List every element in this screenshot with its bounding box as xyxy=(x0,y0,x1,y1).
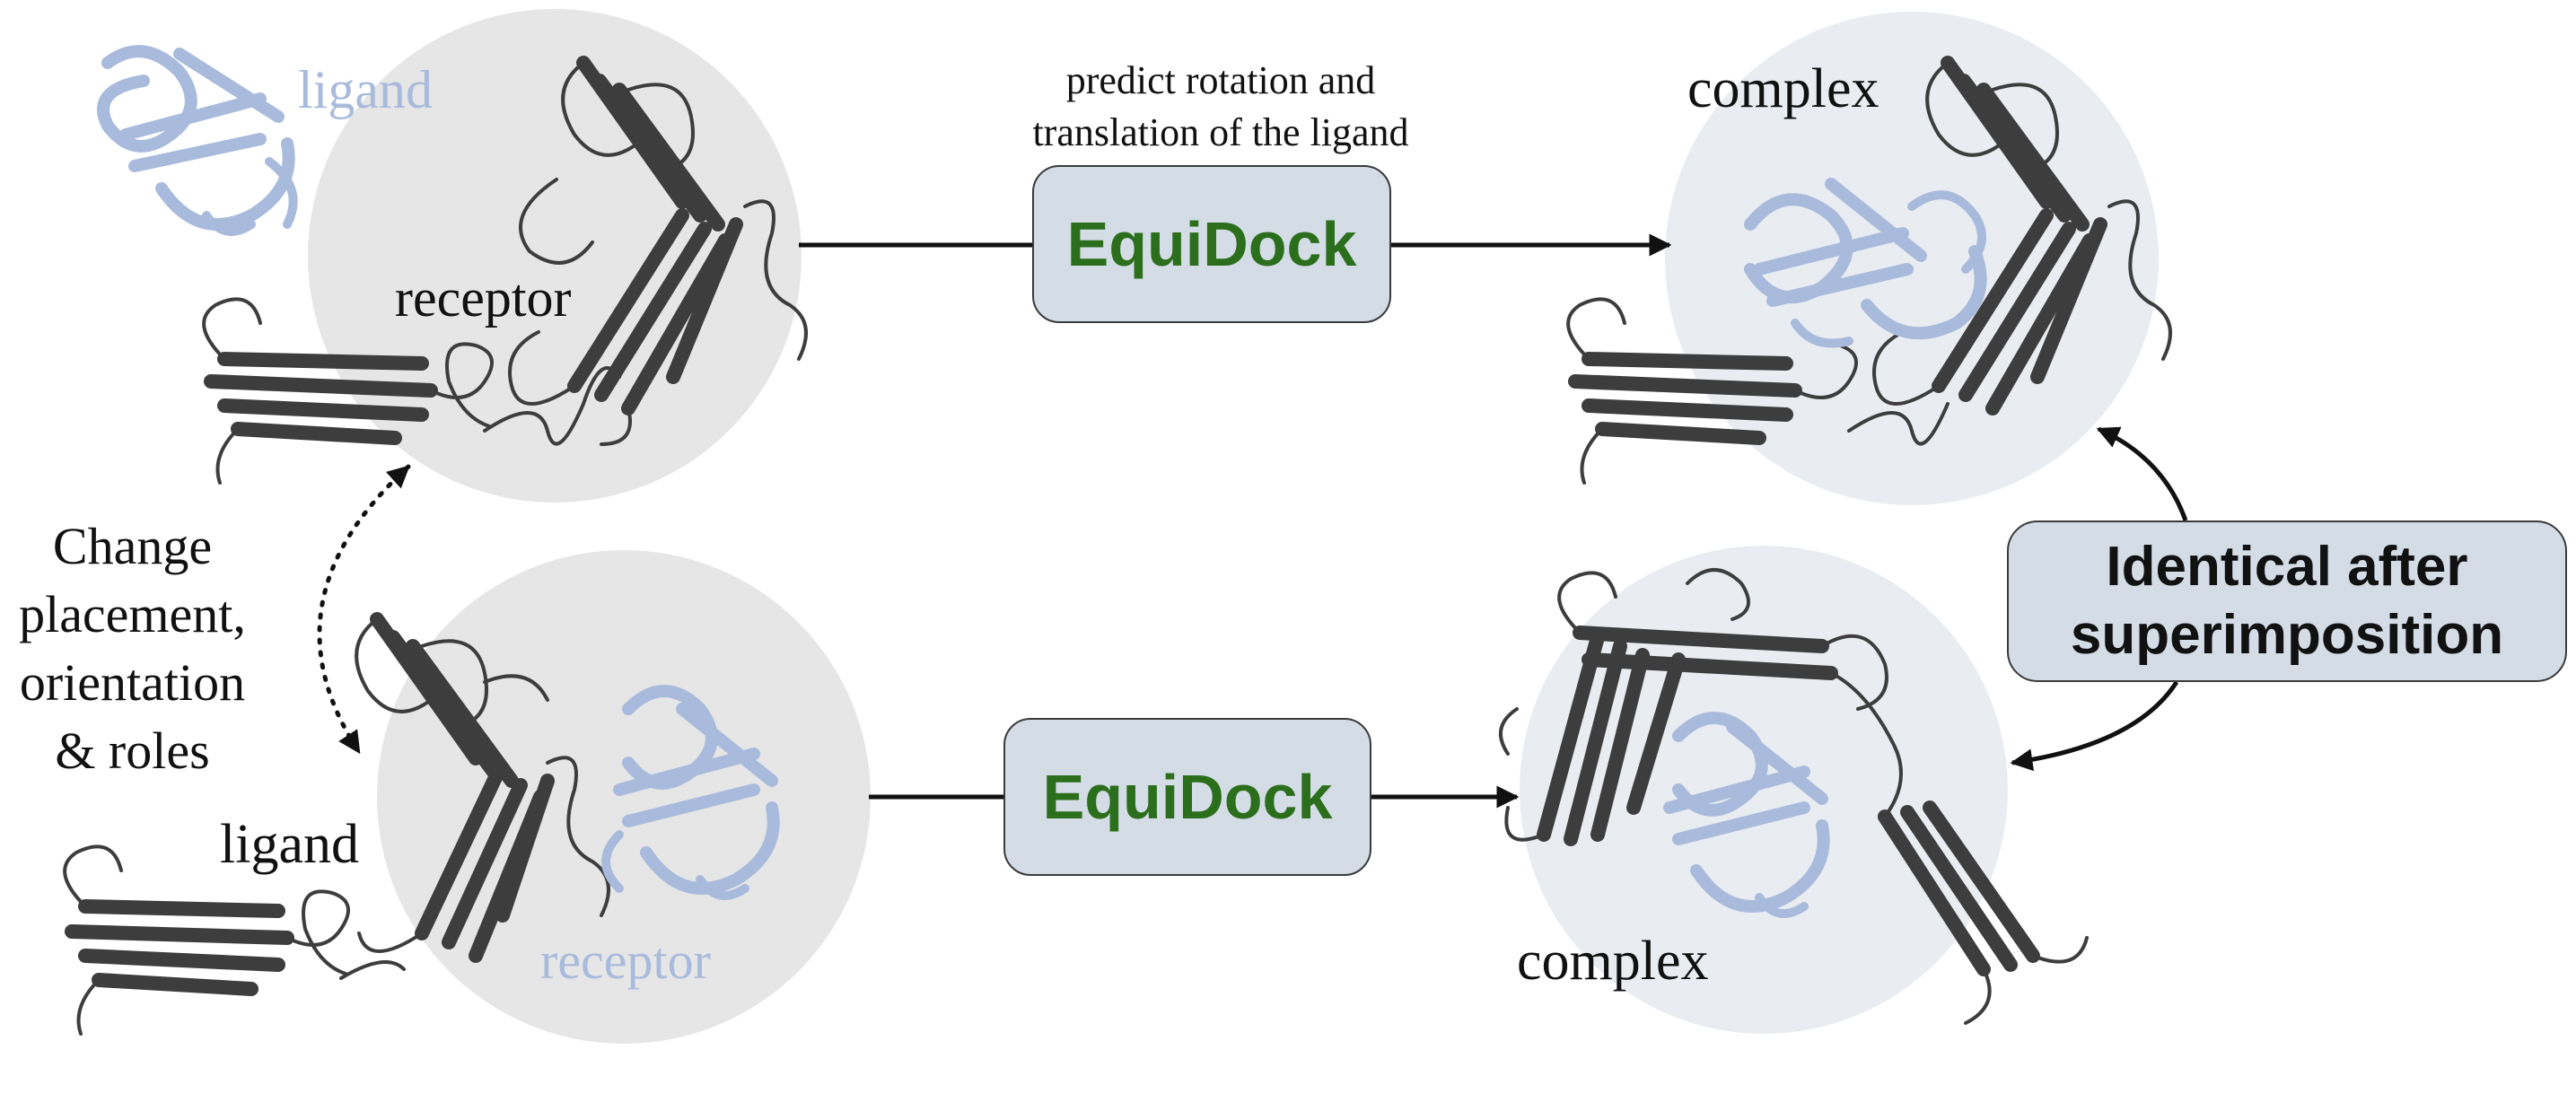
top-receptor-label: receptor xyxy=(395,268,572,328)
bottom-ligand-dark-protein xyxy=(63,612,610,1036)
top-ligand-light-protein xyxy=(97,45,298,236)
top-complex-label: complex xyxy=(1687,58,1879,119)
curved-arrow-down xyxy=(2010,680,2179,772)
bottom-complex-dark-protein xyxy=(1499,568,2089,1025)
identical-box-text: Identical after superimposition xyxy=(2071,533,2503,669)
top-complex-dark-protein xyxy=(1566,56,2172,485)
bottom-receptor-label: receptor xyxy=(540,932,711,990)
identical-after-superimposition-box: Identical after superimposition xyxy=(2007,521,2567,682)
dotted-double-arrow xyxy=(317,464,411,755)
top-caption-line2: translation of the ligand xyxy=(1032,110,1409,154)
bottom-ligand-label: ligand xyxy=(220,814,359,875)
bottom-receptor-light-protein xyxy=(601,685,780,900)
identical-line2: superimposition xyxy=(2070,604,2504,666)
top-caption-line1: predict rotation and xyxy=(1065,58,1376,102)
side-note-line3: orientation xyxy=(19,653,246,712)
curved-arrow-up xyxy=(2096,426,2188,521)
top-receptor-dark-protein xyxy=(202,56,808,485)
bottom-complex-label: complex xyxy=(1517,931,1709,992)
side-note-line4: & roles xyxy=(55,722,210,780)
bottom-complex-light-protein xyxy=(1663,712,1830,918)
top-equidock-box: EquiDock xyxy=(1032,165,1391,323)
identical-line1: Identical after xyxy=(2106,536,2468,599)
side-note-line2: placement, xyxy=(19,585,246,643)
top-equidock-label: EquiDock xyxy=(1066,209,1357,279)
side-note-line1: Change xyxy=(52,517,213,575)
bottom-equidock-label: EquiDock xyxy=(1042,762,1333,832)
top-complex-light-protein xyxy=(1744,178,1987,348)
top-ligand-label: ligand xyxy=(298,60,433,119)
bottom-equidock-box: EquiDock xyxy=(1003,718,1371,876)
